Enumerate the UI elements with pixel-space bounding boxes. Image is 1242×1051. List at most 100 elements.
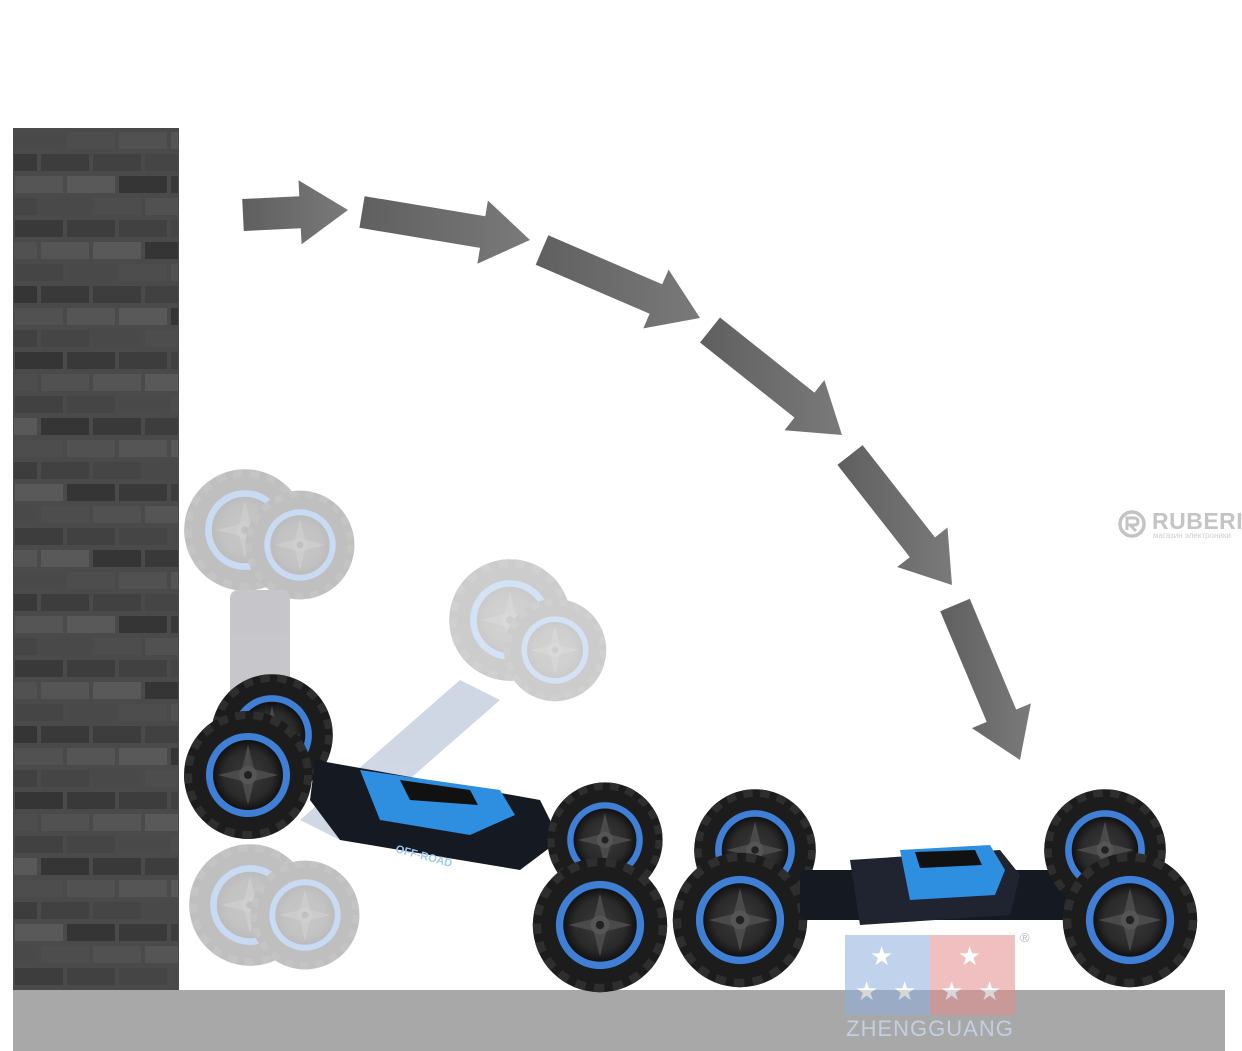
brick	[171, 484, 178, 501]
brick	[41, 902, 89, 919]
brick	[41, 858, 89, 875]
zhengguang-logo: ★ ★ ★ ★ ★ ★	[845, 935, 1015, 1015]
brick	[15, 704, 63, 721]
brick	[171, 924, 178, 941]
brick	[15, 572, 63, 589]
brick	[119, 220, 167, 237]
svg-text:★: ★	[958, 942, 981, 972]
brick	[145, 726, 178, 743]
brick	[145, 374, 178, 391]
brick	[15, 748, 63, 765]
brick	[41, 198, 89, 215]
brick	[93, 418, 141, 435]
brick	[14, 550, 37, 567]
brick	[14, 814, 37, 831]
brick	[171, 352, 178, 369]
brick	[67, 924, 115, 941]
brick	[14, 418, 37, 435]
brick	[15, 352, 63, 369]
brick	[67, 528, 115, 545]
rc-car-landed	[673, 789, 1197, 987]
brick	[119, 748, 167, 765]
brick	[67, 264, 115, 281]
brick	[14, 682, 37, 699]
brick	[93, 506, 141, 523]
ruberi-watermark: RUBERI магазин электроники	[1118, 508, 1242, 542]
brick	[171, 836, 178, 853]
brick	[119, 572, 167, 589]
brick	[119, 616, 167, 633]
brick	[171, 748, 178, 765]
brick	[171, 968, 178, 985]
brick	[67, 132, 115, 149]
brick	[145, 902, 178, 919]
brick	[41, 242, 89, 259]
brick	[145, 858, 178, 875]
arc-arrow	[940, 598, 1031, 760]
brick	[171, 176, 178, 193]
brick	[171, 396, 178, 413]
brick	[171, 660, 178, 677]
brick	[15, 484, 63, 501]
brick	[93, 242, 141, 259]
brick	[145, 682, 178, 699]
brick	[15, 880, 63, 897]
brick	[15, 660, 63, 677]
ruberi-logo-icon	[1118, 510, 1146, 538]
zhengguang-watermark: ZHENGGUANG	[846, 1016, 1014, 1041]
brick	[15, 176, 63, 193]
brick	[119, 176, 167, 193]
brick	[15, 616, 63, 633]
brick	[119, 968, 167, 985]
brick	[93, 330, 141, 347]
arc-arrow	[242, 180, 348, 245]
brick	[41, 726, 89, 743]
brick	[119, 704, 167, 721]
brick	[41, 506, 89, 523]
brick	[14, 242, 37, 259]
brick	[67, 220, 115, 237]
brick	[67, 308, 115, 325]
rc-car-tilted: OFF-ROAD	[184, 674, 667, 992]
svg-text:★: ★	[855, 977, 878, 1007]
brick	[14, 506, 37, 523]
brick	[15, 132, 63, 149]
arc-arrows	[242, 180, 1031, 760]
brick	[119, 924, 167, 941]
brick	[145, 814, 178, 831]
brick	[93, 770, 141, 787]
brick	[119, 880, 167, 897]
brick	[119, 352, 167, 369]
brick	[145, 198, 178, 215]
brick	[67, 176, 115, 193]
brick	[145, 946, 178, 963]
brick	[41, 374, 89, 391]
arc-arrow	[837, 445, 952, 585]
brick	[67, 484, 115, 501]
brick	[41, 814, 89, 831]
brick	[41, 770, 89, 787]
brick	[145, 506, 178, 523]
brick	[15, 968, 63, 985]
brick	[14, 286, 37, 303]
brick	[119, 660, 167, 677]
brick	[15, 220, 63, 237]
brick	[15, 924, 63, 941]
brick	[15, 792, 63, 809]
brick	[93, 638, 141, 655]
brick	[171, 440, 178, 457]
brick	[15, 528, 63, 545]
brick	[41, 638, 89, 655]
brick	[171, 572, 178, 589]
svg-text:★: ★	[940, 977, 963, 1007]
brick	[145, 594, 178, 611]
brick	[119, 264, 167, 281]
brick	[14, 902, 37, 919]
registered-mark: ®	[1020, 930, 1030, 945]
brick	[14, 858, 37, 875]
brick	[171, 792, 178, 809]
brick	[67, 352, 115, 369]
brick	[41, 462, 89, 479]
svg-text:★: ★	[978, 977, 1001, 1007]
